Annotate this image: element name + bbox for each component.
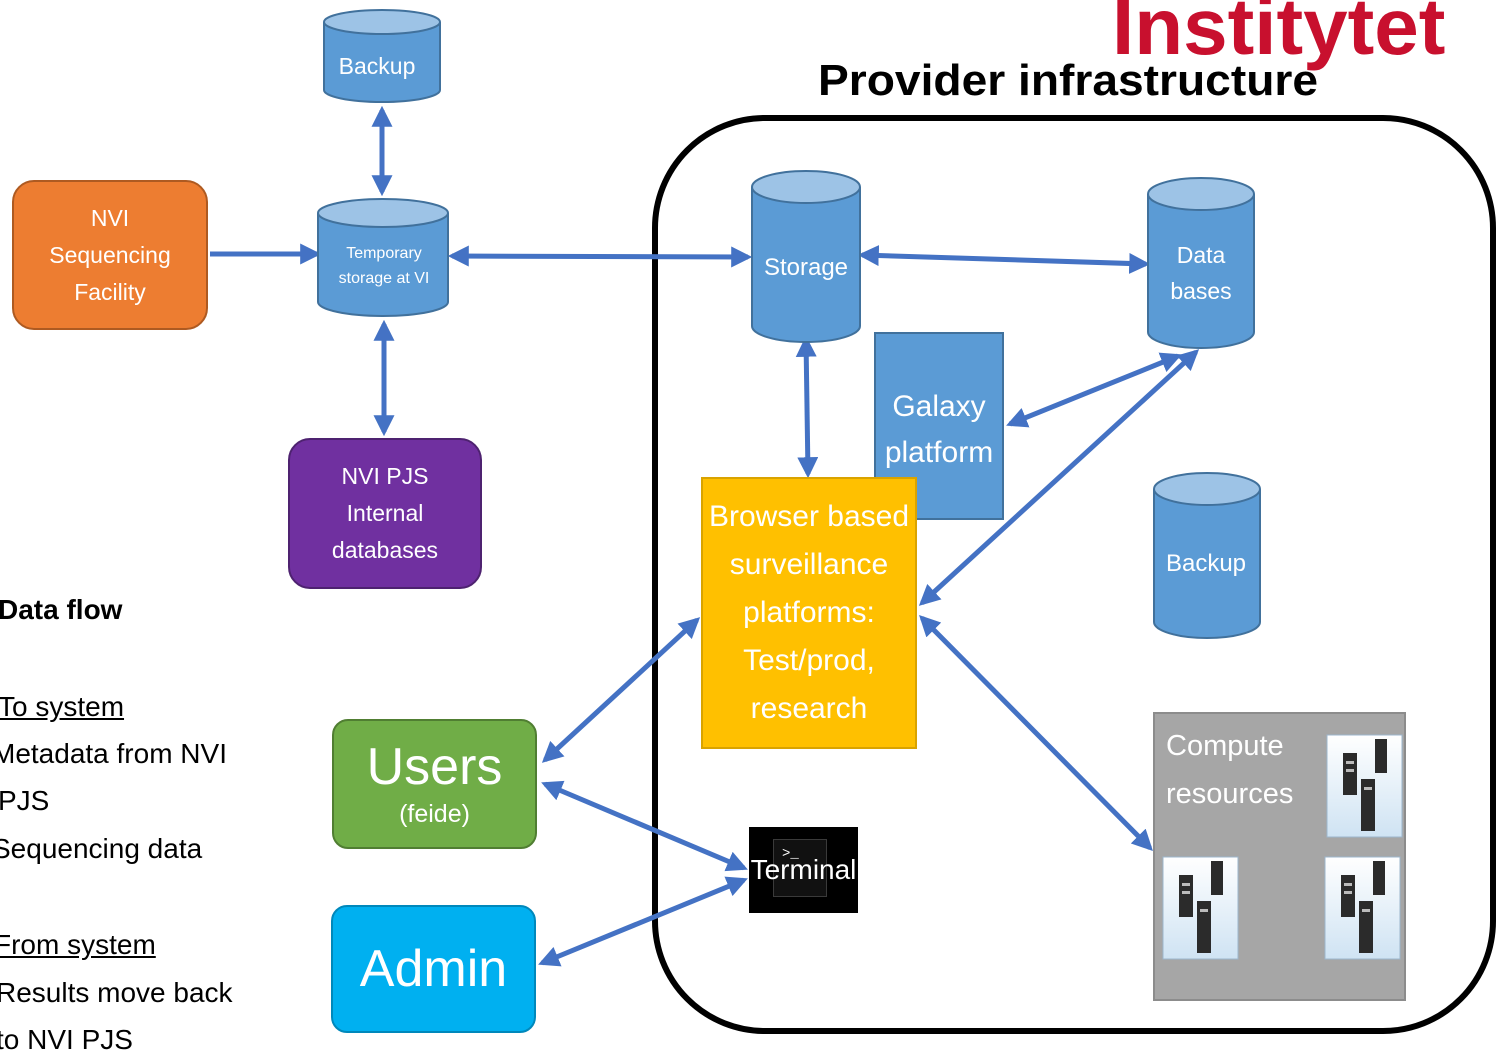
users-box: Users (feide): [332, 719, 537, 849]
storage-label: Storage: [764, 254, 848, 281]
provider-title: Provider infrastructure: [818, 56, 1318, 105]
to-system-heading: To system: [0, 691, 125, 722]
nvi-sequencing-facility: NVI Sequencing Facility: [12, 180, 208, 330]
compute-resources: Compute resources: [1153, 712, 1406, 1001]
galaxy-line-2: platform: [884, 436, 994, 469]
nvi-pjs-internal-databases: NVI PJS Internal databases: [288, 438, 482, 589]
backup-top-label: Backup: [339, 53, 416, 79]
arrow-databases-browser: [918, 349, 1200, 606]
from-system-line-2: to NVI PJS: [0, 1024, 133, 1055]
admin-label: Admin: [359, 940, 508, 998]
databases-label-2: bases: [1170, 278, 1231, 304]
nvi-pjs-line-3: databases: [331, 537, 439, 563]
browser-line-1: Browser based: [708, 500, 910, 533]
terminal-box: >_ Terminal: [749, 827, 858, 913]
backup-right-cylinder: Backup: [1153, 472, 1261, 639]
server-icon: [1324, 856, 1401, 960]
browser-line-5: research: [750, 692, 868, 725]
nvi-pjs-line-2: Internal: [346, 500, 424, 526]
temporary-storage-label-1: Temporary: [346, 245, 422, 262]
nvi-sequencing-line-2: Sequencing: [49, 241, 171, 268]
nvi-sequencing-line-3: Facility: [74, 278, 146, 305]
users-label: Users: [366, 738, 503, 796]
databases-cylinder: Data bases: [1147, 177, 1255, 349]
server-icon: [1162, 856, 1239, 960]
users-sublabel: (feide): [399, 800, 470, 828]
backup-top-cylinder: Backup: [323, 9, 441, 103]
temporary-storage-label-2: storage at VI: [339, 270, 430, 287]
terminal-icon: >_: [773, 839, 827, 897]
arrow-browser-compute: [919, 615, 1153, 851]
databases-label-1: Data: [1177, 242, 1226, 268]
temporary-storage-cylinder: Temporary storage at VI: [317, 198, 449, 317]
data-flow-title: Data flow: [0, 594, 123, 625]
nvi-pjs-line-1: NVI PJS: [341, 463, 429, 489]
arrow-browser-users: [541, 617, 701, 763]
compute-label-1: Compute: [1166, 730, 1284, 762]
arrow-users-terminal: [541, 780, 748, 872]
from-system-line-1: Results move back: [0, 977, 233, 1008]
backup-right-label: Backup: [1166, 550, 1246, 577]
admin-box: Admin: [331, 905, 536, 1033]
terminal-label: Terminal: [750, 854, 857, 885]
from-system-heading: From system: [0, 929, 156, 960]
to-system-line-3: Sequencing data: [0, 833, 203, 864]
arrow-admin-terminal: [538, 876, 748, 967]
storage-cylinder: Storage: [751, 170, 861, 343]
compute-label-2: resources: [1166, 778, 1293, 810]
arrow-storage-databases: [857, 245, 1151, 274]
browser-line-3: platforms:: [743, 596, 875, 629]
server-icon: [1326, 734, 1403, 838]
browser-line-2: surveillance: [729, 548, 889, 581]
browser-surveillance-platforms: Browser based surveillance platforms: Te…: [701, 477, 917, 749]
terminal-prompt: >_: [782, 846, 799, 862]
provider-infrastructure-boundary: [652, 115, 1496, 1034]
brand-text: Institytet: [1112, 0, 1445, 71]
arrows: [210, 105, 1200, 967]
galaxy-line-1: Galaxy: [892, 390, 986, 423]
browser-line-4: Test/prod,: [743, 644, 875, 677]
arrow-storage-browser: [795, 335, 819, 479]
arrow-temp-storage: [447, 245, 753, 268]
to-system-line-1: Metadata from NVI: [0, 738, 227, 769]
to-system-line-2: PJS: [0, 785, 50, 816]
nvi-sequencing-line-1: NVI: [90, 204, 130, 231]
